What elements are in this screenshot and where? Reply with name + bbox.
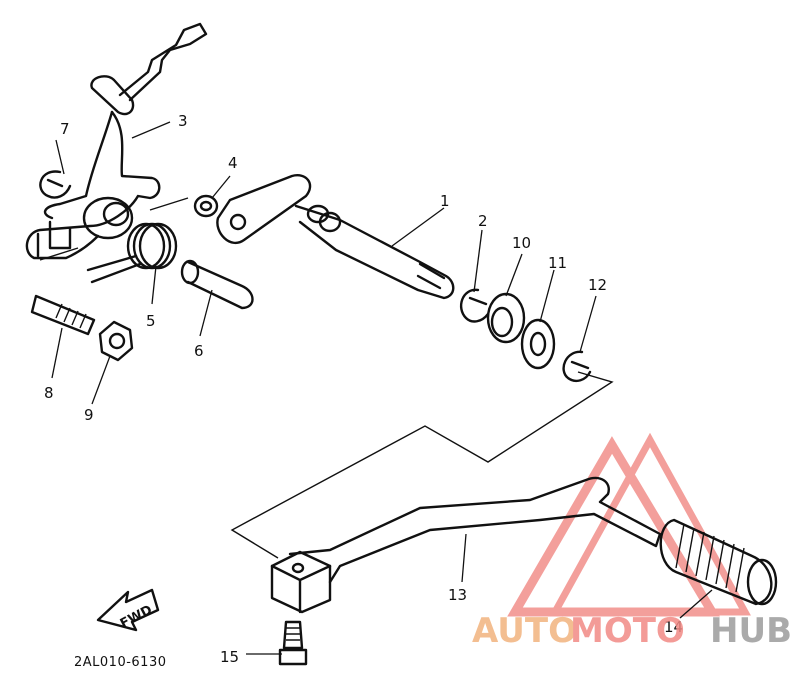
shift-shaft bbox=[216, 174, 455, 300]
callout-7: 7 bbox=[60, 120, 70, 138]
watermark-logo bbox=[507, 432, 751, 617]
nut bbox=[98, 320, 134, 362]
callout-9: 9 bbox=[84, 406, 94, 424]
pin bbox=[180, 259, 254, 310]
shift-pedal bbox=[270, 476, 662, 614]
e-clip-12 bbox=[562, 350, 592, 383]
assembly-lines bbox=[39, 197, 614, 559]
callout-5: 5 bbox=[146, 312, 156, 330]
seal bbox=[486, 292, 526, 344]
callout-14: 14 bbox=[664, 618, 683, 636]
callout-13: 13 bbox=[448, 586, 467, 604]
watermark-text: AUTO MOTO HUB bbox=[472, 611, 792, 651]
callout-1: 1 bbox=[440, 192, 450, 210]
callout-10: 10 bbox=[512, 234, 531, 252]
callout-11: 11 bbox=[548, 254, 567, 272]
collar bbox=[193, 194, 219, 218]
watermark-auto: AUTO bbox=[472, 611, 577, 651]
callout-2: 2 bbox=[478, 212, 488, 230]
callout-4: 4 bbox=[228, 154, 238, 172]
fwd-label: FWD bbox=[118, 602, 155, 631]
part-code: 2AL010-6130 bbox=[74, 655, 167, 670]
stud-bolt bbox=[30, 294, 96, 336]
callout-8: 8 bbox=[44, 384, 54, 402]
e-clip-7 bbox=[39, 170, 72, 199]
washer bbox=[520, 318, 556, 370]
callout-12: 12 bbox=[588, 276, 607, 294]
callout-6: 6 bbox=[194, 342, 204, 360]
leader-lines bbox=[51, 121, 713, 655]
callout-15: 15 bbox=[220, 648, 239, 666]
torsion-spring bbox=[86, 222, 178, 284]
fwd-arrow: FWD bbox=[96, 588, 160, 632]
callout-3: 3 bbox=[178, 112, 188, 130]
e-clip-2 bbox=[459, 288, 490, 323]
watermark-moto: MOTO bbox=[570, 611, 685, 651]
pedal-rubber bbox=[659, 518, 778, 606]
watermark-hub: HUB bbox=[710, 611, 792, 651]
shift-arm bbox=[25, 22, 208, 260]
bolt bbox=[278, 620, 308, 666]
callout-labels: 7 3 4 5 6 1 2 10 11 12 8 9 13 14 15 bbox=[44, 112, 683, 666]
